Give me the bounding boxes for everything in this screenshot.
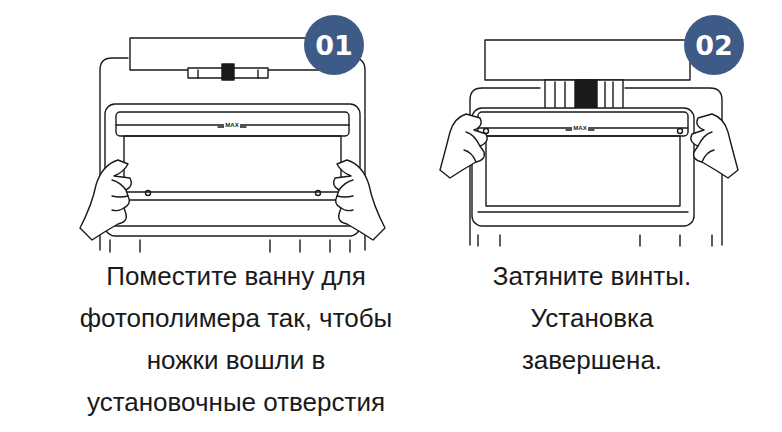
step-number: 02 (695, 30, 733, 61)
step-number-circle: 02 (684, 15, 744, 75)
resin-vat-right (472, 108, 694, 226)
max-level-mark: MAX (224, 122, 239, 129)
step-caption: Поместите ванну для фотополимера так, чт… (64, 255, 409, 423)
hands-left (80, 160, 385, 240)
max-level-mark: MAX (572, 125, 587, 132)
resin-vat-left (105, 104, 360, 236)
step-number-circle: 01 (304, 15, 364, 75)
step-number: 01 (315, 30, 353, 61)
hands-right (440, 114, 738, 178)
step-caption: Затяните винты. Установка завершена. (476, 255, 708, 381)
printer-right (470, 40, 722, 246)
